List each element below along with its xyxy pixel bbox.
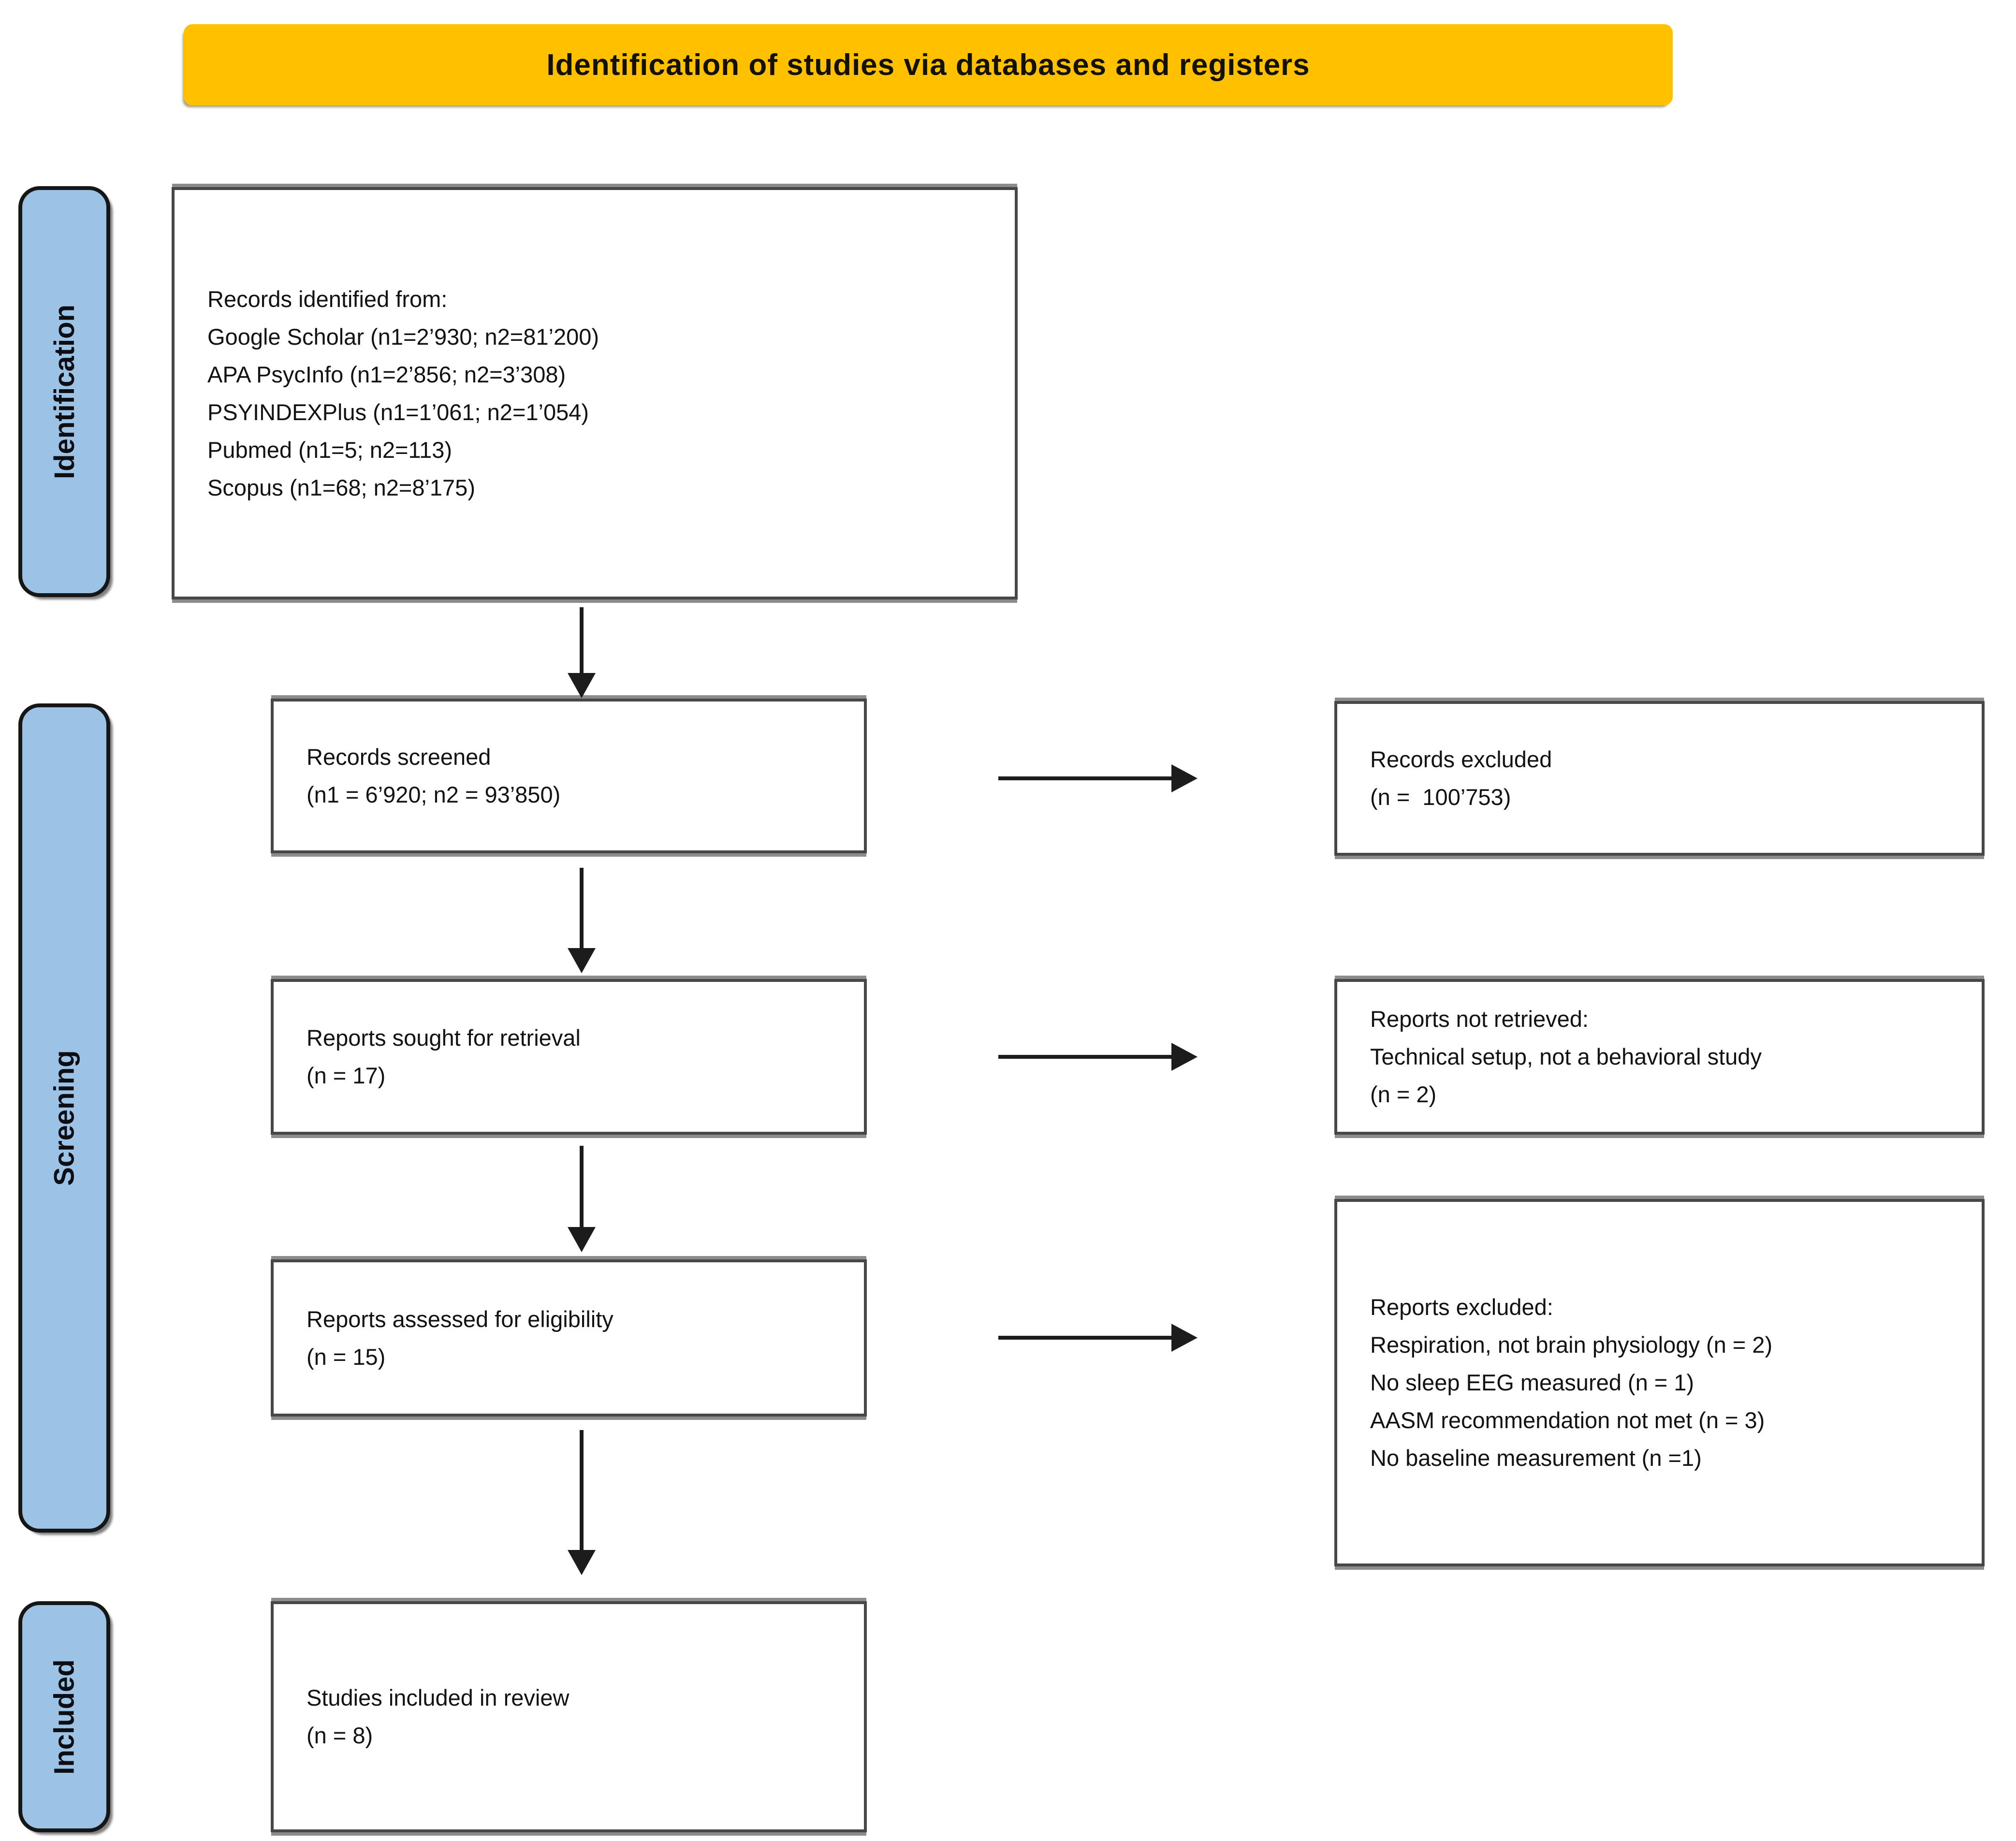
studies-included-line: (n = 8)	[307, 1723, 373, 1748]
records-identified-line: Pubmed (n1=5; n2=113)	[207, 437, 453, 463]
records-identified-line: APA PsycInfo (n1=2’856; n2=3’308)	[207, 361, 566, 387]
records-excluded-line: (n = 100’753)	[1370, 784, 1511, 810]
reports-not-retrieved-line: (n = 2)	[1370, 1081, 1437, 1107]
reports-sought-line: Reports sought for retrieval	[307, 1025, 581, 1051]
records-identified-box: Records identified from: Google Scholar …	[172, 187, 1018, 599]
reports-excluded-line: Respiration, not brain physiology (n = 2…	[1370, 1332, 1773, 1358]
banner-title: Identification of studies via databases …	[546, 48, 1310, 82]
stage-included-label: Included	[48, 1659, 80, 1775]
reports-assessed-line: (n = 15)	[307, 1344, 386, 1370]
reports-excluded-line: No sleep EEG measured (n = 1)	[1370, 1370, 1695, 1395]
reports-not-retrieved-line: Technical setup, not a behavioral study	[1370, 1044, 1762, 1069]
arrow-down-screened-to-sought	[580, 868, 584, 949]
studies-included-line: Studies included in review	[307, 1685, 570, 1710]
stage-screening-label: Screening	[48, 1050, 80, 1186]
reports-sought-line: (n = 17)	[307, 1063, 386, 1088]
records-identified-line: Google Scholar (n1=2’930; n2=81’200)	[207, 323, 599, 350]
records-identified-line: Scopus (n1=68; n2=8’175)	[207, 474, 475, 500]
records-excluded-line: Records excluded	[1370, 746, 1552, 772]
reports-not-retrieved-line: Reports not retrieved:	[1370, 1006, 1589, 1032]
arrow-right-sought-to-not-retrieved	[998, 1055, 1172, 1059]
reports-excluded-line: AASM recommendation not met (n = 3)	[1370, 1407, 1765, 1433]
arrow-down-identified-to-screened	[580, 607, 584, 674]
records-excluded-box: Records excluded (n = 100’753)	[1334, 701, 1985, 856]
records-screened-line: (n1 = 6’920; n2 = 93’850)	[307, 782, 561, 807]
reports-excluded-box: Reports excluded: Respiration, not brain…	[1334, 1199, 1985, 1566]
stage-included: Included	[18, 1601, 110, 1832]
records-identified-line: PSYINDEXPlus (n1=1’061; n2=1’054)	[207, 399, 589, 425]
reports-excluded-line: Reports excluded:	[1370, 1294, 1553, 1320]
stage-screening: Screening	[18, 703, 110, 1533]
stage-identification: Identification	[18, 186, 110, 597]
studies-included-box: Studies included in review (n = 8)	[271, 1601, 867, 1832]
records-screened-line: Records screened	[307, 744, 491, 770]
arrow-down-sought-to-assessed	[580, 1146, 584, 1228]
reports-assessed-line: Reports assessed for eligibility	[307, 1306, 614, 1332]
arrow-down-assessed-to-included	[580, 1430, 584, 1551]
records-screened-box: Records screened (n1 = 6’920; n2 = 93’85…	[271, 699, 867, 853]
stage-identification-label: Identification	[48, 304, 80, 479]
records-identified-line: Records identified from:	[207, 286, 448, 312]
reports-assessed-box: Reports assessed for eligibility (n = 15…	[271, 1259, 867, 1417]
banner: Identification of studies via databases …	[184, 24, 1673, 105]
arrow-right-assessed-to-reports-excluded	[998, 1336, 1172, 1340]
reports-not-retrieved-box: Reports not retrieved: Technical setup, …	[1334, 979, 1985, 1135]
reports-excluded-line: No baseline measurement (n =1)	[1370, 1445, 1702, 1471]
reports-sought-box: Reports sought for retrieval (n = 17)	[271, 979, 867, 1135]
arrow-right-screened-to-excluded	[998, 776, 1172, 780]
